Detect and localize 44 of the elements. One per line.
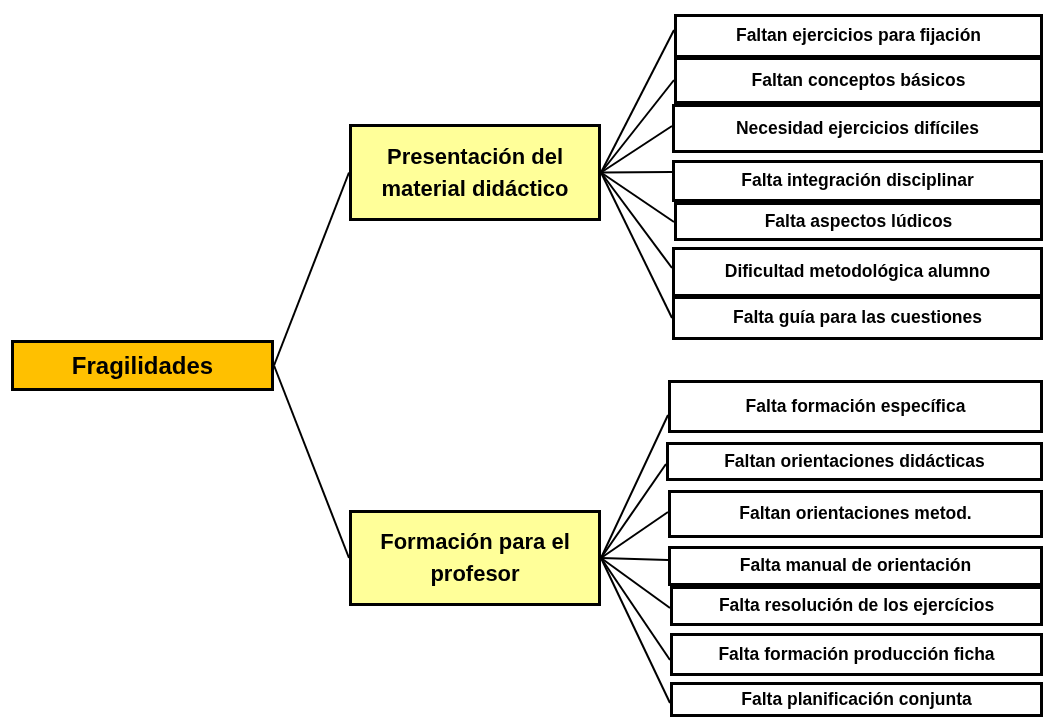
connector-line	[600, 463, 667, 559]
node-label: Faltan orientaciones didácticas	[724, 450, 985, 473]
item-box	[666, 442, 1043, 481]
connector-line	[273, 364, 350, 559]
item-box	[672, 160, 1043, 202]
connector-line	[600, 171, 673, 174]
item-box	[674, 202, 1043, 241]
connector-line	[273, 171, 350, 367]
item-box	[672, 247, 1043, 297]
item-box	[668, 380, 1043, 433]
node-label: Falta aspectos lúdicos	[764, 210, 953, 233]
node-label: Formación para el profesor	[379, 528, 571, 588]
node-label: Falta formación específica	[745, 395, 966, 418]
node-label: Falta resolución de los ejercícios	[718, 595, 995, 617]
item-box	[672, 104, 1043, 153]
node-label: Faltan conceptos básicos	[751, 69, 966, 92]
item-box	[674, 14, 1043, 58]
node-label: Falta manual de orientación	[739, 555, 972, 577]
root-box	[11, 340, 274, 391]
connector-line	[600, 125, 673, 174]
item-box	[668, 490, 1043, 538]
node-label: Falta guía para las cuestiones	[733, 307, 982, 329]
node-label: Falta formación producción ficha	[718, 643, 995, 666]
item-box	[670, 633, 1043, 676]
node-label: Necesidad ejercicios difíciles	[735, 117, 980, 140]
connector-line	[600, 557, 671, 661]
category-box	[349, 124, 601, 221]
item-box	[670, 682, 1043, 717]
item-box	[672, 296, 1043, 340]
category-box	[349, 510, 601, 606]
node-label: Fragilidades	[71, 350, 214, 381]
node-label: Presentación del material didáctico	[380, 142, 570, 203]
connector-line	[600, 171, 675, 223]
node-label: Dificultad metodológica alumno	[724, 261, 991, 283]
node-label: Falta integración disciplinar	[741, 170, 974, 192]
node-label: Faltan ejercicios para fijación	[735, 25, 982, 47]
connector-line	[600, 557, 671, 609]
node-label: Falta planificación conjunta	[741, 688, 972, 711]
node-label: Faltan orientaciones metod.	[739, 503, 972, 525]
item-box	[670, 586, 1043, 626]
connector-line	[600, 511, 669, 559]
item-box	[668, 546, 1043, 586]
connector-line	[600, 557, 669, 561]
item-box	[674, 57, 1043, 104]
